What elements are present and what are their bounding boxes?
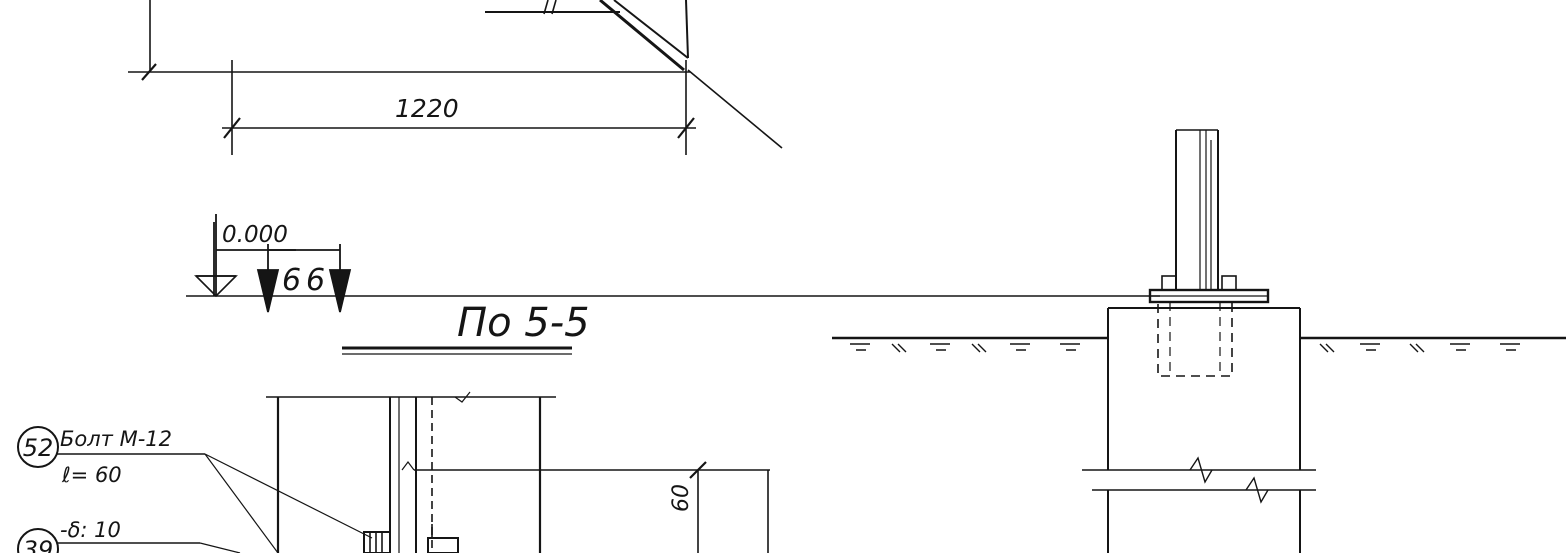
anchor-nut-right bbox=[1221, 275, 1237, 291]
leader-line bbox=[687, 69, 783, 149]
callout-circle-39 bbox=[17, 528, 59, 553]
leader-line-plate bbox=[204, 453, 279, 553]
callout-52: 52 Болт М-12 ℓ= 60 bbox=[17, 426, 373, 553]
top-dimension-group bbox=[128, 0, 783, 155]
tick-mark bbox=[223, 117, 241, 139]
section-title: По 5-5 bbox=[457, 300, 590, 346]
callout-52-line1: Болт М-12 bbox=[60, 427, 172, 451]
section-mark-left-text: 6 bbox=[282, 263, 301, 298]
elevation-0000-text: 0.000 bbox=[222, 222, 288, 248]
callout-tag-39: 39 bbox=[23, 536, 54, 553]
ground-hatch-right bbox=[1319, 343, 1520, 353]
nut-right bbox=[427, 537, 459, 553]
leader-line-39 bbox=[199, 542, 241, 553]
callout-52-line2: ℓ= 60 bbox=[61, 463, 122, 487]
callout-39: 39 -δ: 10 bbox=[17, 518, 241, 553]
callout-39-line1: -δ: 10 bbox=[60, 518, 121, 542]
weld-mark bbox=[401, 461, 415, 471]
section-mark-6-left bbox=[256, 244, 296, 313]
tick-mark bbox=[689, 461, 707, 479]
callout-circle-52 bbox=[17, 426, 59, 468]
dimension-60-text: 60 bbox=[669, 484, 694, 512]
tick-mark bbox=[677, 117, 695, 139]
dimension-1220-text: 1220 bbox=[395, 94, 459, 123]
break-zigzag-lower bbox=[1245, 476, 1269, 504]
break-mark bbox=[454, 391, 471, 403]
brace-stub bbox=[543, 0, 549, 15]
nut bbox=[363, 531, 391, 553]
section-mark-6-right bbox=[312, 244, 352, 313]
brace-edge bbox=[613, 0, 689, 59]
anchor-nut-left bbox=[1161, 275, 1177, 291]
section-5-5-group bbox=[266, 346, 770, 553]
brace-edge bbox=[685, 0, 689, 59]
brace-stub bbox=[551, 0, 557, 15]
tick-mark bbox=[141, 63, 157, 81]
ground-hatch-left bbox=[850, 343, 1080, 353]
section-mark-right-text: 6 bbox=[306, 263, 325, 298]
brace-edge bbox=[599, 0, 685, 72]
leader-line-bolt bbox=[204, 453, 373, 539]
anchor-embed-hidden bbox=[1157, 301, 1233, 377]
elevation-0000-symbol bbox=[186, 214, 1160, 298]
callout-tag-52: 52 bbox=[23, 434, 54, 462]
break-zigzag-upper bbox=[1189, 456, 1213, 484]
